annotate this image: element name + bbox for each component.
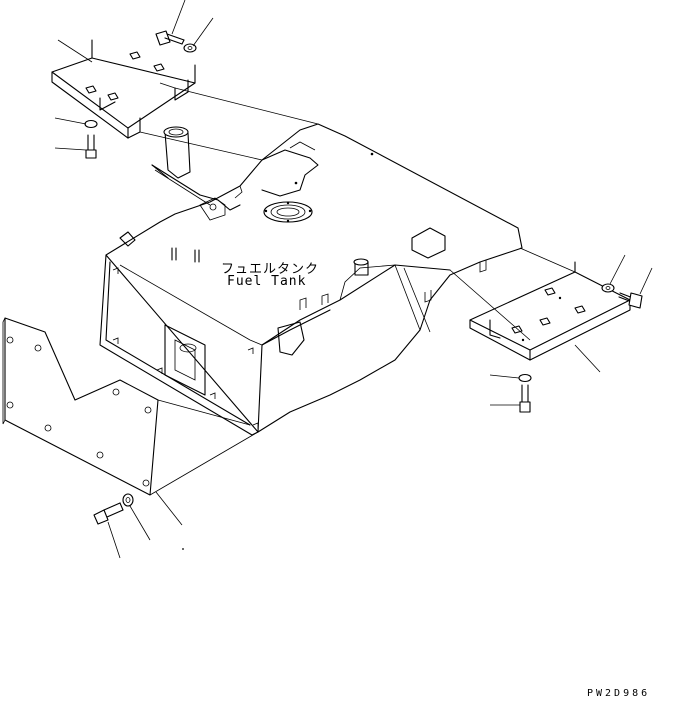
washer-front bbox=[122, 493, 134, 507]
drawing-reference: PW2D986 bbox=[587, 688, 651, 699]
bolt-right-bottom bbox=[519, 384, 531, 413]
washer-left-bottom bbox=[84, 119, 98, 129]
bolt-front bbox=[93, 502, 124, 525]
fuel-tank-label-jp: フュエルタンク bbox=[221, 262, 320, 277]
bolt-left-top bbox=[155, 30, 185, 46]
front-cover-plate bbox=[2, 317, 159, 496]
washer-right-bottom bbox=[518, 373, 532, 383]
fuel-tank bbox=[99, 123, 523, 436]
right-step-plate bbox=[469, 261, 631, 361]
fuel-tank-label-en: Fuel Tank bbox=[227, 274, 307, 289]
assembly-lines bbox=[139, 87, 576, 496]
washer-right-top bbox=[601, 283, 615, 293]
callout-leaders bbox=[54, 0, 653, 559]
bolt-left-bottom bbox=[85, 134, 97, 159]
washer-left-top bbox=[183, 43, 197, 53]
bolt-right-top bbox=[618, 292, 643, 309]
left-step-plate bbox=[51, 39, 196, 139]
